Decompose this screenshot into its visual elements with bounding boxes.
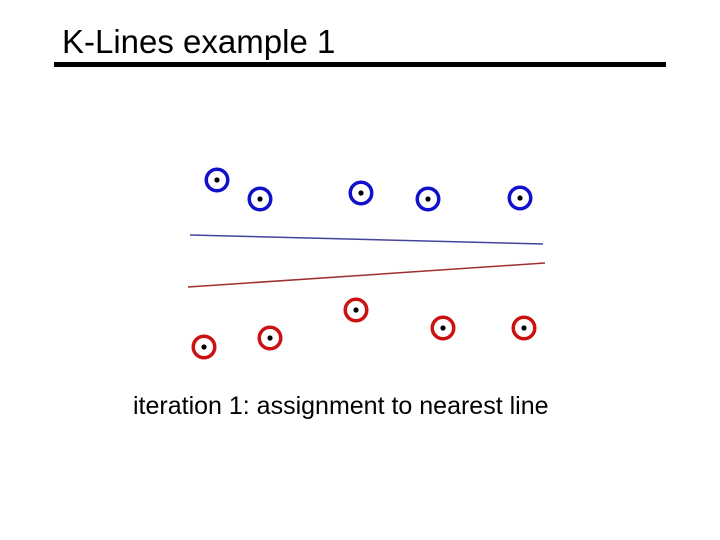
points-assigned-to-red-line-marker-dot bbox=[521, 325, 527, 331]
slide-title: K-Lines example 1 bbox=[62, 23, 336, 60]
points-assigned-to-red-line-marker-ring bbox=[343, 297, 369, 323]
points-assigned-to-blue-line-marker-ring bbox=[247, 186, 273, 212]
points-assigned-to-blue-line-marker-dot bbox=[517, 195, 523, 201]
points-assigned-to-red-line-marker-ring bbox=[511, 315, 537, 341]
points-assigned-to-blue-line-marker-ring bbox=[415, 186, 441, 212]
points-assigned-to-red-line-marker-dot bbox=[201, 344, 207, 350]
points-assigned-to-red-line-marker-dot bbox=[440, 325, 446, 331]
points-assigned-to-blue-line-marker-dot bbox=[358, 190, 364, 196]
points-assigned-to-blue-line-marker-dot bbox=[257, 196, 263, 202]
points-assigned-to-red-line-marker-ring bbox=[191, 334, 217, 360]
points-assigned-to-blue-line-marker-ring bbox=[348, 180, 374, 206]
red-k-line bbox=[187, 262, 546, 288]
points-assigned-to-blue-line-marker-dot bbox=[425, 196, 431, 202]
points-assigned-to-blue-line-marker-ring bbox=[204, 167, 230, 193]
title-underline bbox=[54, 62, 666, 67]
points-assigned-to-red-line-marker-dot bbox=[353, 307, 359, 313]
points-assigned-to-red-line-marker-ring bbox=[430, 315, 456, 341]
points-assigned-to-red-line-marker-dot bbox=[267, 335, 273, 341]
points-assigned-to-blue-line-marker-ring bbox=[507, 185, 533, 211]
points-assigned-to-blue-line-marker-dot bbox=[214, 177, 220, 183]
points-assigned-to-red-line-marker-ring bbox=[257, 325, 283, 351]
plot-caption: iteration 1: assignment to nearest line bbox=[133, 392, 549, 420]
blue-k-line bbox=[189, 234, 544, 245]
